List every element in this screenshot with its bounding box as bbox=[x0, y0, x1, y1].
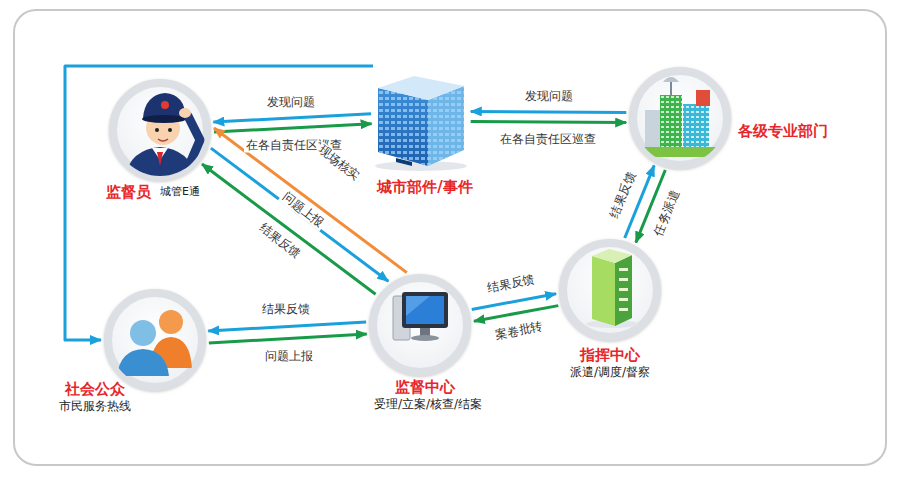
outer-frame bbox=[14, 10, 886, 465]
circle-node: 各级专业部门 bbox=[628, 66, 732, 170]
flow-arrow bbox=[65, 66, 373, 340]
flow-arrow bbox=[214, 124, 372, 132]
supervisor-figure bbox=[125, 93, 200, 180]
circle-node: 城市部件/事件 bbox=[373, 62, 469, 170]
edge-label: 任务派遣 bbox=[650, 186, 683, 240]
flow-arrow bbox=[211, 148, 388, 281]
node-title: 指挥中心 bbox=[580, 346, 640, 364]
flow-arrow bbox=[214, 128, 407, 273]
node-subtitle: 受理/立案/核查/结案 bbox=[374, 397, 482, 411]
edge-label: 结果反馈 bbox=[255, 219, 306, 262]
node-title: 城市部件/事件 bbox=[377, 178, 472, 196]
circle-rings bbox=[108, 71, 727, 387]
device-label: 城管E通 bbox=[160, 184, 200, 199]
node-subtitle: 派遣/调度/督察 bbox=[570, 365, 650, 379]
command-tower bbox=[586, 249, 638, 328]
node-title: 监督员 bbox=[106, 183, 151, 201]
edge-label: 发现问题 bbox=[265, 94, 317, 109]
edge-label: 案卷批转 bbox=[492, 319, 546, 343]
flow-arrow bbox=[474, 306, 558, 322]
node-title: 监督中心 bbox=[395, 378, 455, 396]
edge-label: 结果反馈 bbox=[260, 301, 312, 316]
computer-icon bbox=[393, 292, 448, 341]
node-title: 社会公众 bbox=[65, 380, 125, 398]
flow-arrow bbox=[471, 121, 627, 122]
edge-label: 问题上报 bbox=[263, 349, 315, 364]
node-title: 各级专业部门 bbox=[738, 122, 828, 140]
flow-arrow bbox=[202, 164, 376, 294]
edge-label: 发现问题 bbox=[523, 88, 575, 103]
edge-label: 结果反馈 bbox=[606, 168, 639, 222]
edge-label: 问题上报 bbox=[278, 188, 329, 231]
circle-node: 监督员 bbox=[108, 78, 212, 182]
flow-arrow bbox=[471, 111, 627, 112]
city-building bbox=[375, 76, 467, 171]
edge-label: 结果反馈 bbox=[484, 272, 538, 296]
department-buildings bbox=[636, 77, 726, 157]
circle-node: 社会公众市民服务热线 bbox=[103, 288, 207, 392]
circle-node: 指挥中心派遣/调度/督察 bbox=[558, 238, 662, 342]
public-people bbox=[117, 310, 192, 376]
edge-label: 在各自责任区巡查 bbox=[498, 131, 598, 146]
flow-arrow bbox=[208, 322, 366, 331]
node-subtitle: 市民服务热线 bbox=[59, 399, 131, 413]
circle-node: 监督中心受理/立案/核查/结案 bbox=[368, 273, 472, 377]
flow-arrow bbox=[213, 114, 371, 122]
flow-arrow bbox=[209, 334, 367, 343]
